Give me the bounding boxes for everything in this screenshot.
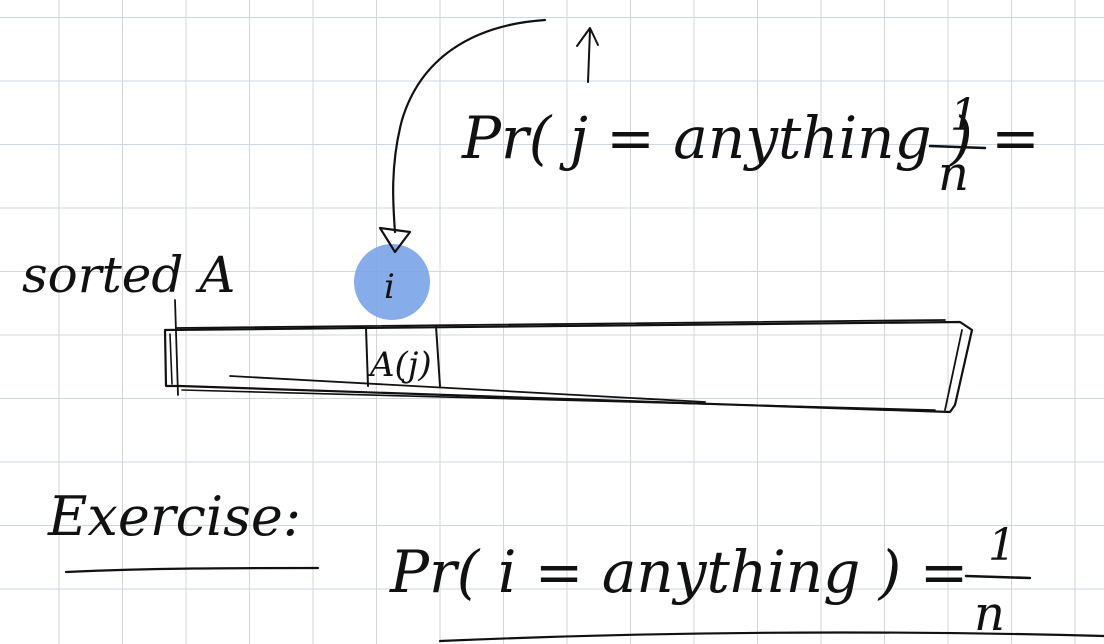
top-denominator: n [938, 146, 969, 202]
curved-arrow [392, 18, 547, 234]
top-numerator: 1 [950, 90, 978, 141]
bottom-edge-stroke [438, 631, 1104, 643]
array-cell-label: A(j) [367, 345, 432, 385]
bottom-prob-lhs: Pr( i = anything ) = [389, 538, 968, 606]
array-name-label: sorted A [22, 246, 235, 304]
up-arrow-icon [576, 27, 599, 83]
bottom-numerator: 1 [988, 520, 1016, 571]
cell-divider-right [435, 325, 441, 387]
exercise-underline [64, 566, 320, 574]
cell-divider-left [365, 327, 369, 387]
top-prob-lhs: Pr( j = anything ) = [461, 104, 1040, 172]
top-fraction-bar [928, 144, 987, 150]
exercise-heading: Exercise: [47, 485, 301, 548]
bottom-fraction-bar [964, 574, 1032, 580]
highlight-dot [354, 244, 430, 320]
arrow-head-down-icon [378, 226, 412, 254]
sorted-array [163, 299, 974, 414]
index-marker: i [384, 267, 395, 307]
